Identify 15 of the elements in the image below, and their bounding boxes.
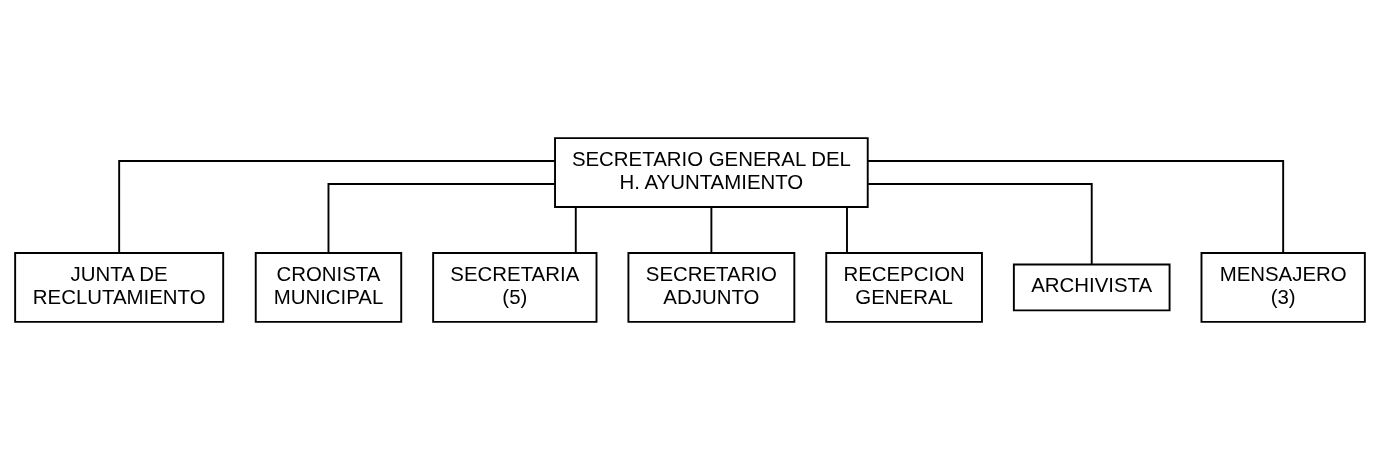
node-box: SECRETARIO GENERAL DEL H. AYUNTAMIENTO xyxy=(554,137,869,208)
node-box: CRONISTA MUNICIPAL xyxy=(254,252,403,323)
node-box: ARCHIVISTA xyxy=(1012,263,1171,312)
node-box: SECRETARIO ADJUNTO xyxy=(627,252,796,323)
connector xyxy=(710,206,713,254)
connector xyxy=(867,183,1093,265)
connector xyxy=(118,160,556,254)
connector xyxy=(574,206,577,254)
connector xyxy=(327,183,556,254)
node-box: MENSAJERO (3) xyxy=(1200,252,1366,323)
node-box: SECRETARIA (5) xyxy=(432,252,598,323)
node-box: RECEPCION GENERAL xyxy=(825,252,983,323)
connector xyxy=(846,206,848,254)
node-box: JUNTA DE RECLUTAMIENTO xyxy=(14,252,225,323)
connector xyxy=(867,160,1285,254)
